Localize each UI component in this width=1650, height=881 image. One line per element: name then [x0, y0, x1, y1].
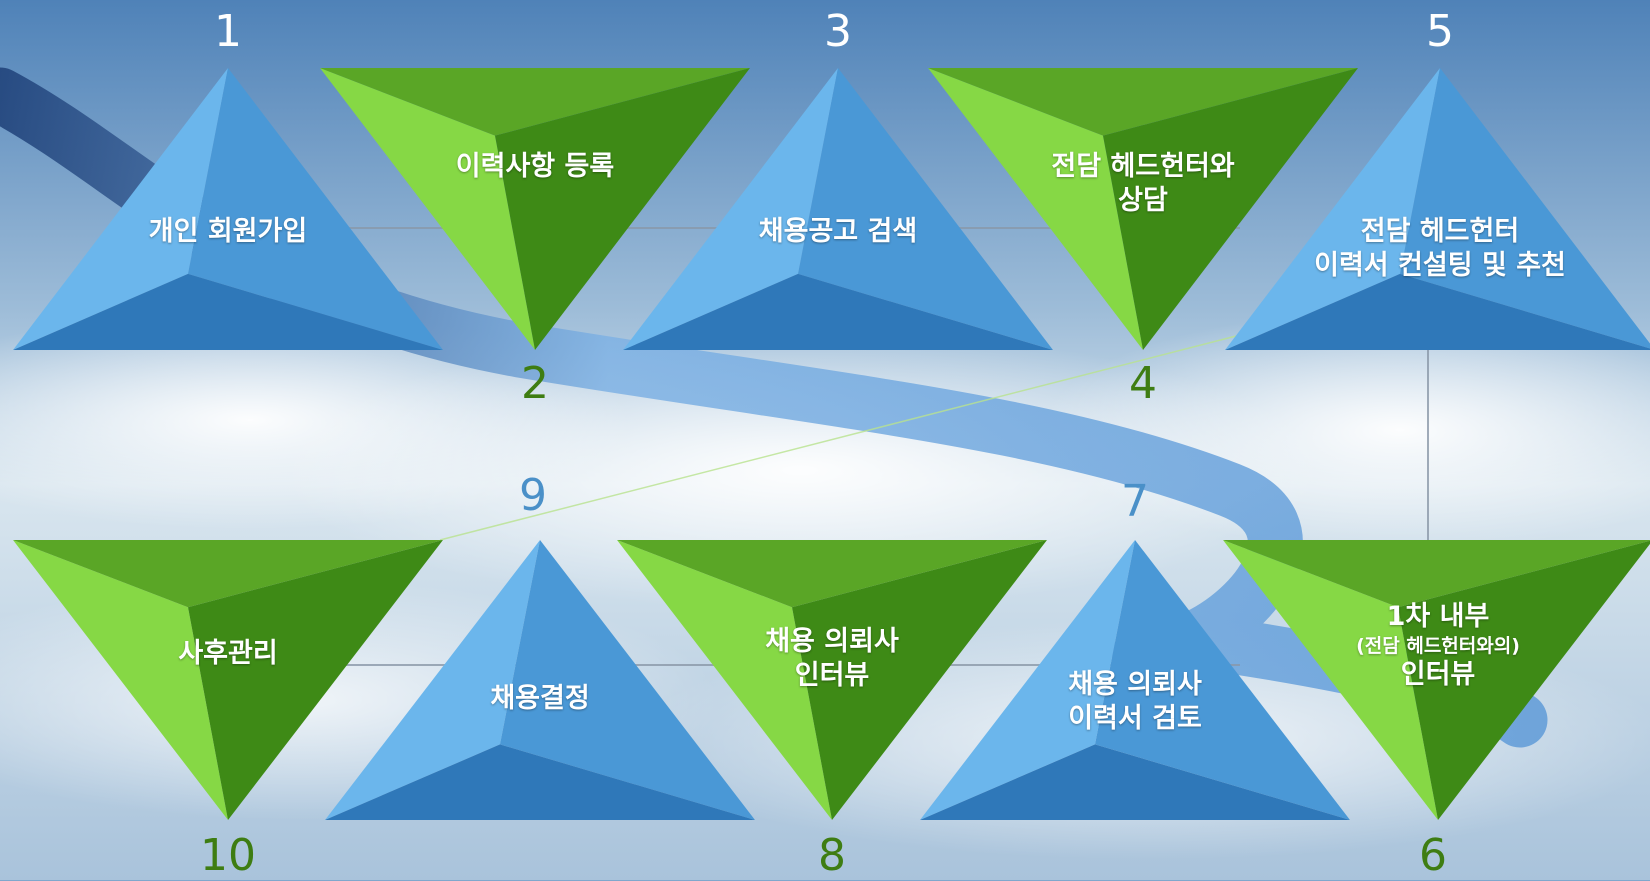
step-number: 8 — [818, 830, 846, 881]
facet-left — [1223, 540, 1438, 820]
step-label: 채용공고 검색 — [688, 215, 988, 249]
facet-left — [928, 68, 1143, 350]
step-number: 1 — [214, 6, 242, 57]
step-4-triangle — [928, 68, 1358, 350]
facet-left — [320, 68, 535, 350]
step-label-line: 사후관리 — [178, 638, 278, 669]
facet-right — [1103, 68, 1358, 350]
step-label-line: 전담 헤드헌터 — [1360, 216, 1520, 247]
step-1-triangle — [13, 68, 443, 350]
facet-bottom — [623, 273, 1053, 350]
facet-right — [1398, 540, 1650, 820]
facet-right — [792, 540, 1047, 820]
step-7-triangle — [920, 540, 1350, 820]
facet-right — [188, 68, 443, 350]
facet-left — [13, 540, 228, 820]
step-label-line: 이력서 컨설팅 및 추천 — [1314, 250, 1566, 281]
step-label-line: 상담 — [1118, 185, 1168, 216]
facet-top — [617, 540, 1047, 608]
step-number: 4 — [1129, 358, 1157, 409]
facet-top — [13, 540, 443, 608]
facet-right — [1400, 68, 1650, 349]
step-label-line: 인터뷰 — [794, 660, 870, 691]
step-3-triangle — [623, 68, 1053, 350]
facet-left — [325, 540, 540, 820]
facet-top — [928, 68, 1358, 136]
facet-bottom — [1225, 273, 1650, 350]
step-label-line: 채용결정 — [490, 683, 590, 714]
step-label: 1차 내부 (전담 헤드헌터와의)인터뷰 — [1288, 600, 1588, 692]
facet-left — [13, 68, 228, 350]
facet-right — [798, 68, 1053, 350]
step-number: 7 — [1121, 476, 1149, 527]
step-label: 이력사항 등록 — [385, 150, 685, 184]
facet-right — [495, 68, 750, 350]
step-number: 9 — [519, 470, 547, 521]
step-number: 6 — [1419, 830, 1447, 881]
facet-bottom — [13, 273, 443, 350]
step-6-triangle — [1223, 540, 1650, 820]
step-2-triangle — [320, 68, 750, 350]
step-label: 개인 회원가입 — [78, 215, 378, 249]
facet-left — [920, 540, 1135, 820]
step-label-line: 채용 의뢰사 — [1068, 669, 1202, 700]
step-9-triangle — [325, 540, 755, 820]
facet-left — [617, 540, 832, 820]
step-label-line: 1차 내부 — [1386, 601, 1490, 632]
step-label-line: 이력사항 등록 — [455, 151, 615, 182]
facet-right — [1095, 540, 1350, 820]
facet-top — [320, 68, 750, 136]
facet-left — [1225, 68, 1440, 350]
step-number: 5 — [1426, 6, 1454, 57]
step-number: 3 — [824, 6, 852, 57]
step-label-line: 전담 헤드헌터와 — [1051, 151, 1235, 182]
step-label-line: 채용 의뢰사 — [765, 626, 899, 657]
step-label-line: 채용공고 검색 — [758, 216, 918, 247]
step-label-subline: (전담 헤드헌터와의) — [1356, 635, 1520, 657]
facet-bottom — [325, 744, 755, 820]
facet-right — [188, 540, 443, 820]
step-label-line: 이력서 검토 — [1068, 703, 1202, 734]
step-label: 채용결정 — [390, 682, 690, 716]
step-label-line: 개인 회원가입 — [148, 216, 308, 247]
facet-left — [623, 68, 838, 350]
step-number: 10 — [200, 830, 256, 881]
step-number: 2 — [521, 358, 549, 409]
facet-bottom — [920, 744, 1350, 820]
step-8-triangle — [617, 540, 1047, 820]
step-label-line: 인터뷰 — [1400, 659, 1476, 690]
step-label: 사후관리 — [78, 637, 378, 671]
step-10-triangle — [13, 540, 443, 820]
facet-right — [500, 540, 755, 820]
facet-top — [1223, 540, 1650, 608]
step-5-triangle — [1225, 68, 1650, 350]
